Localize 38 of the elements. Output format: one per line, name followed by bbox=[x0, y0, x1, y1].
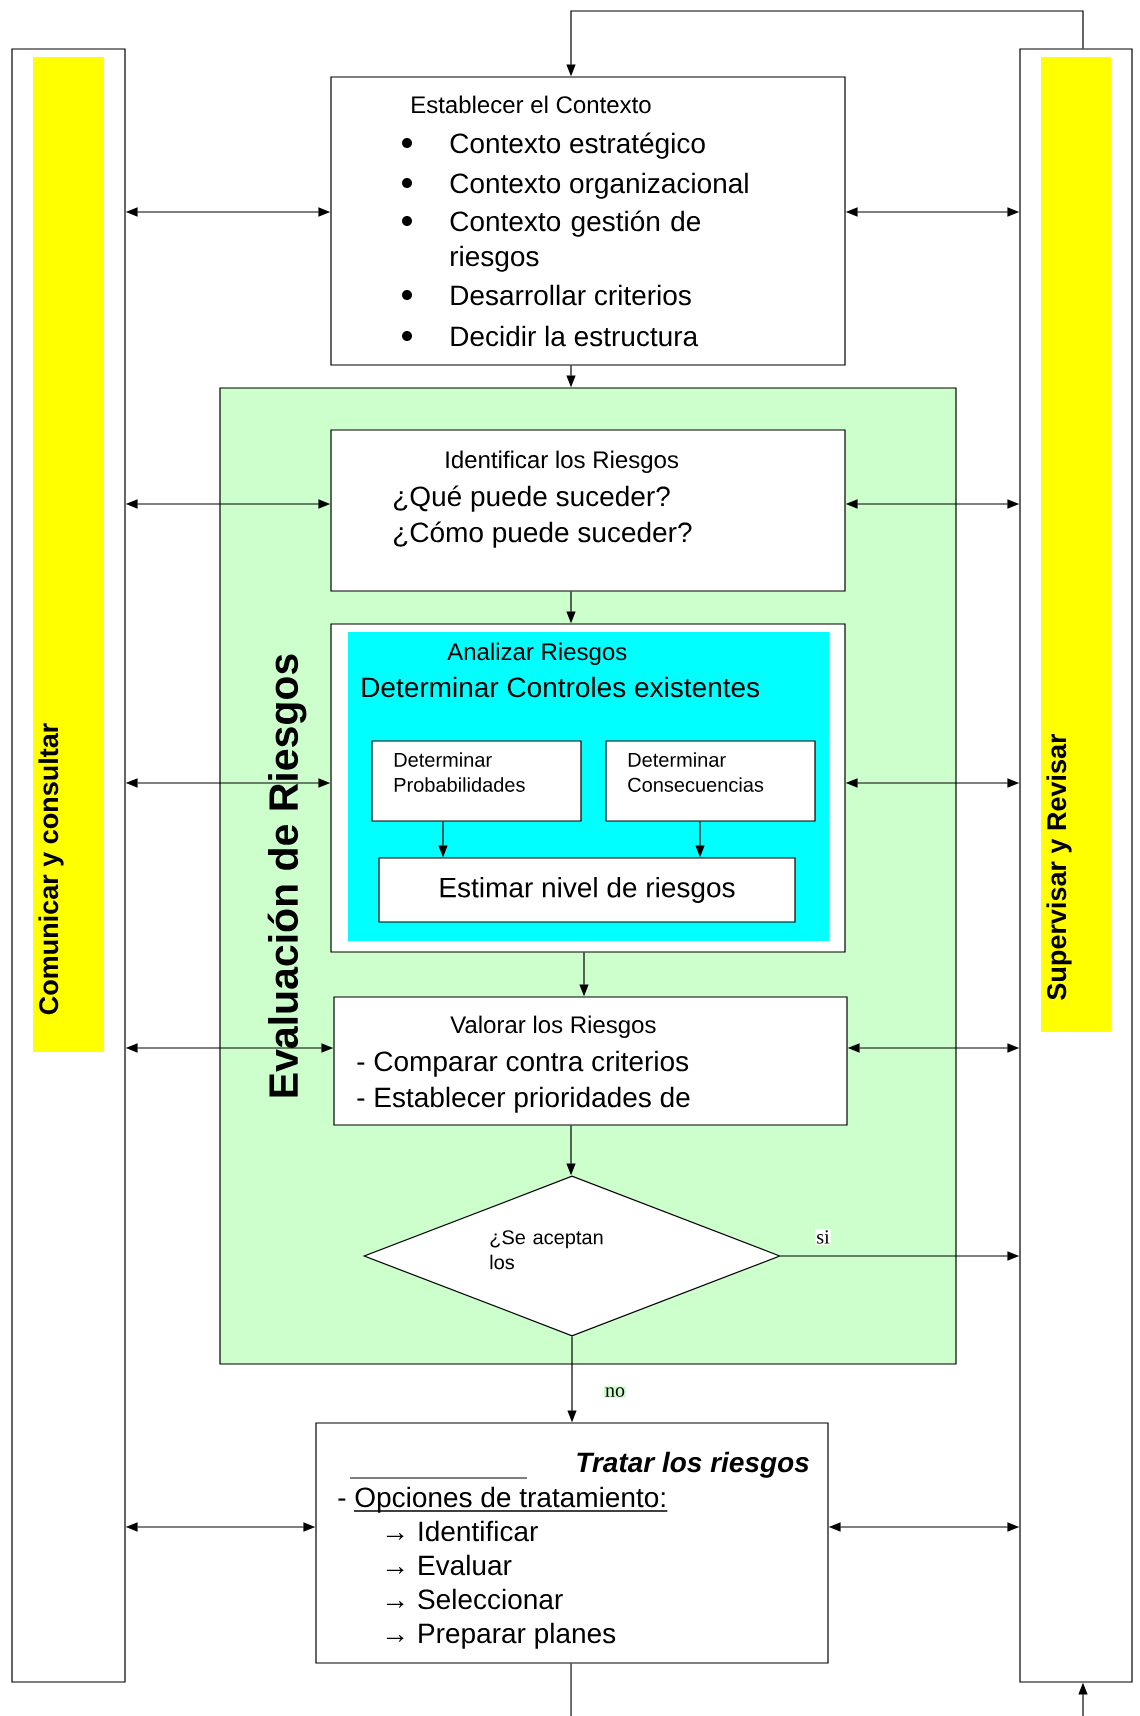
box-text: Identificar los Riesgos bbox=[446, 450, 679, 473]
box-text: Determinar Consecuencias bbox=[628, 752, 764, 792]
process-box bbox=[330, 76, 846, 366]
box-text: ¿Se aceptan los bbox=[490, 1230, 603, 1270]
box-text: - Establecer prioridades de bbox=[357, 1086, 690, 1113]
box-text: - Opciones de tratamiento: bbox=[338, 1486, 668, 1513]
process-box bbox=[330, 429, 846, 592]
process-box bbox=[333, 996, 848, 1126]
box-text: Estimar nivel de riesgos bbox=[440, 876, 735, 904]
box-text: Determinar Probabilidades bbox=[394, 752, 525, 792]
box-text: → Evaluar bbox=[386, 1554, 512, 1576]
box-text: Contexto estratégico bbox=[402, 132, 705, 159]
box-text: - Comparar contra criterios bbox=[357, 1050, 689, 1077]
box-text: Determinar Controles existentes bbox=[362, 676, 760, 698]
process-box bbox=[371, 740, 582, 822]
box-text: ¿Qué puede suceder? bbox=[394, 485, 670, 512]
side-column bbox=[11, 48, 126, 1683]
column-label: Supervisar y Revisar bbox=[1046, 733, 1072, 1000]
box-text: Contexto organizacional bbox=[402, 172, 748, 199]
edge-label: no bbox=[604, 1386, 626, 1398]
box-text: ¿Cómo puede suceder? bbox=[394, 521, 692, 548]
box-text: Establecer el Contexto bbox=[412, 95, 651, 114]
side-column bbox=[1019, 48, 1133, 1683]
column-label: Comunicar y consultar bbox=[38, 723, 64, 1015]
box-text: Valorar los Riesgos bbox=[450, 1015, 656, 1038]
process-box bbox=[605, 740, 816, 822]
box-text: Desarrollar criterios bbox=[402, 284, 691, 306]
box-text: Tratar los riesgos bbox=[577, 1451, 809, 1478]
box-text: → Identificar bbox=[386, 1520, 538, 1542]
box-text: Decidir la estructura bbox=[402, 325, 699, 347]
box-text: Contexto gestión de riesgos bbox=[402, 210, 701, 272]
process-box bbox=[378, 857, 796, 923]
box-text: → Seleccionar bbox=[386, 1588, 563, 1610]
process-box bbox=[315, 1422, 829, 1664]
box-text: → Preparar planes bbox=[386, 1622, 616, 1649]
panel-title: Evaluación de Riesgos bbox=[267, 654, 307, 1097]
box-text: Analizar Riesgos bbox=[447, 642, 627, 665]
edge-label: si bbox=[815, 1229, 831, 1245]
